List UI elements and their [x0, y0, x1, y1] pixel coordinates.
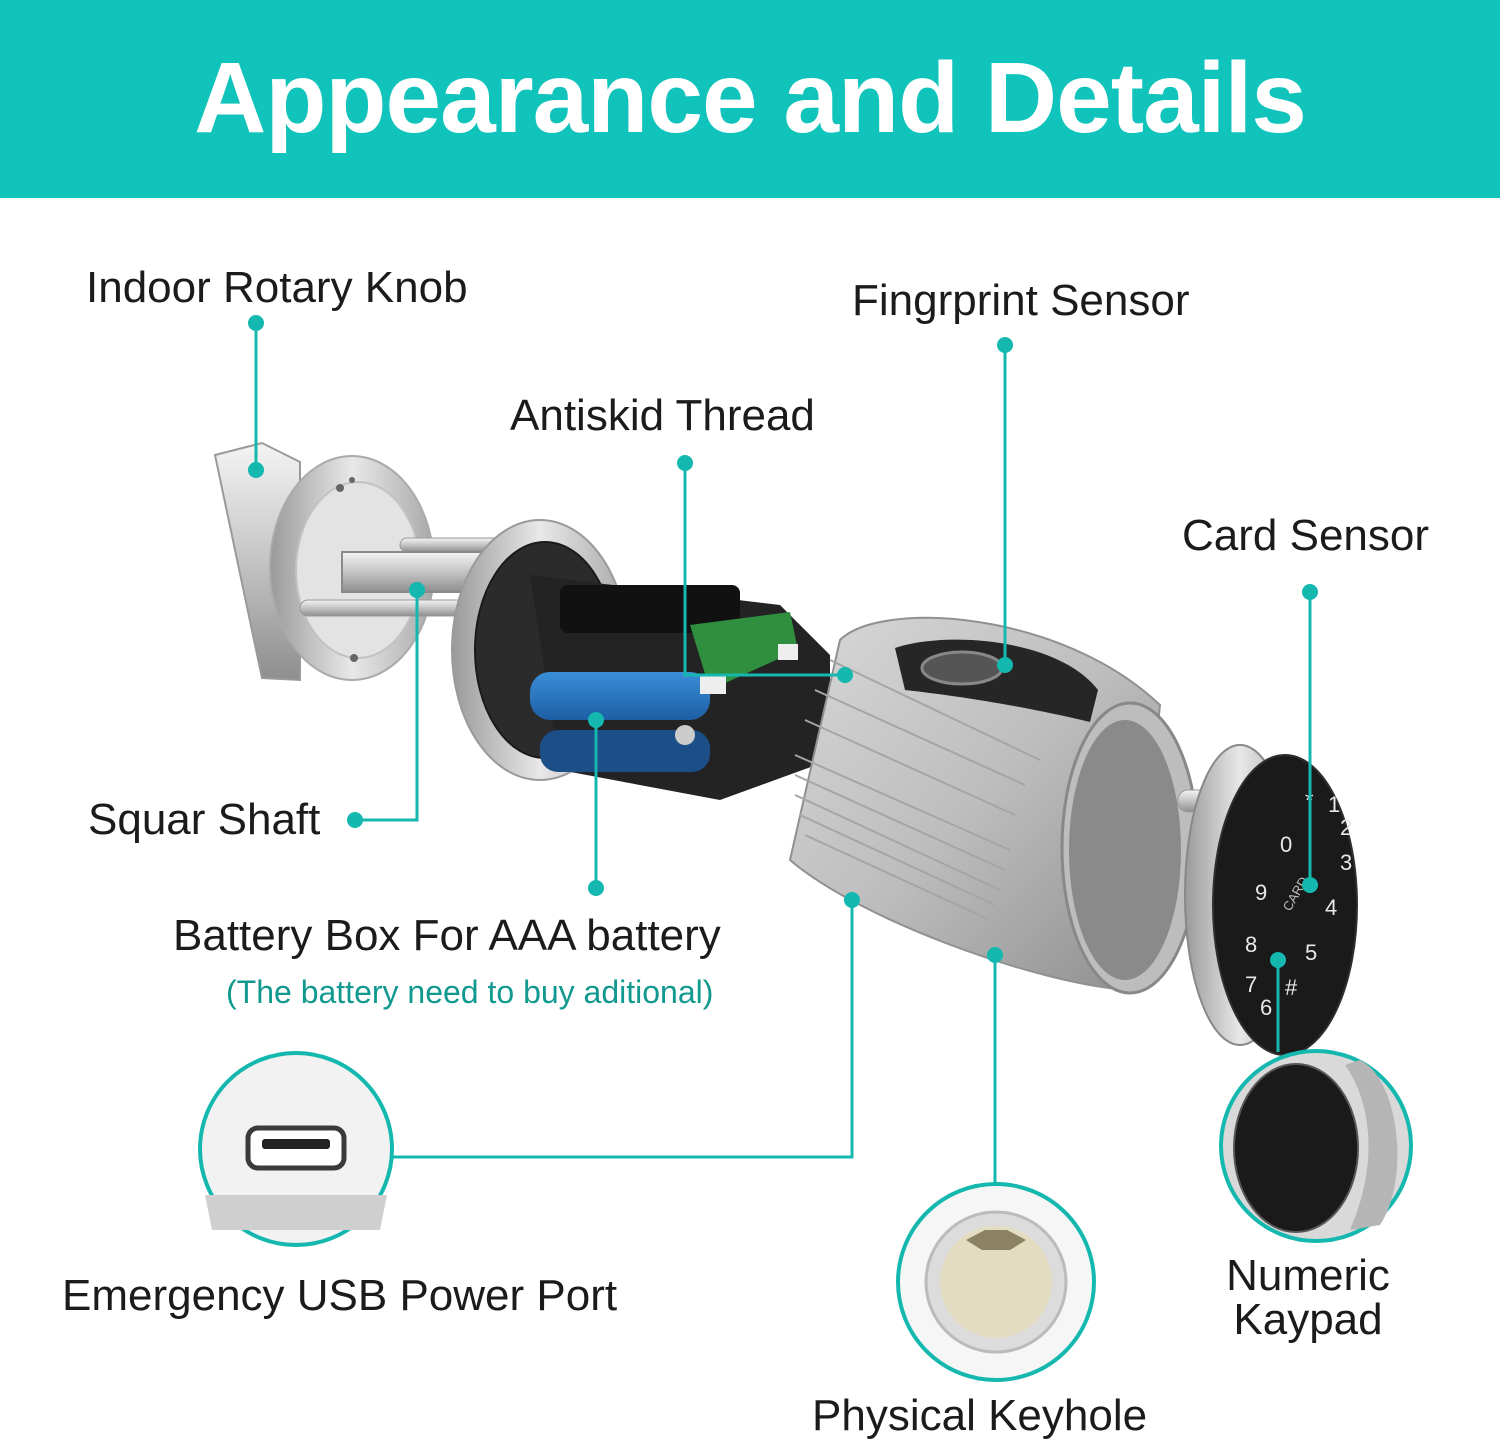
- header-banner: Appearance and Details: [0, 0, 1500, 198]
- key-6: 3: [1340, 850, 1352, 875]
- key-3: 2: [1340, 815, 1352, 840]
- label-physical-keyhole: Physical Keyhole: [812, 1391, 1148, 1440]
- battery-box-part: [451, 519, 830, 800]
- key-4: 0: [1280, 832, 1292, 857]
- keypad-zoom: [1219, 1049, 1413, 1243]
- label-usb-port: Emergency USB Power Port: [62, 1271, 618, 1320]
- label-square-shaft: Squar Shaft: [88, 795, 321, 844]
- cylinder-body-part: [788, 616, 1200, 995]
- label-numeric-keypad-line2: Kaypad: [1233, 1295, 1383, 1344]
- label-battery-note: (The battery need to buy aditional): [226, 974, 714, 1010]
- key-9: 7: [1245, 972, 1257, 997]
- label-fingerprint-sensor: Fingrprint Sensor: [852, 276, 1190, 325]
- key-11: 6: [1260, 995, 1272, 1020]
- callout-lines: [254, 323, 1312, 1185]
- label-battery-box: Battery Box For AAA battery: [173, 911, 721, 960]
- key-8: 4: [1325, 895, 1337, 920]
- label-antiskid-thread: Antiskid Thread: [510, 391, 815, 440]
- label-numeric-keypad-line1: Numeric: [1226, 1251, 1390, 1300]
- page-title: Appearance and Details: [194, 42, 1307, 154]
- key-10: #: [1285, 975, 1298, 1000]
- key-2: 1: [1328, 792, 1340, 817]
- label-card-sensor: Card Sensor: [1182, 511, 1430, 560]
- keypad-disc-part: CARD * 1 2 0 9 3 8 4 7 # 6 5: [1177, 744, 1358, 1056]
- callout-dots: [248, 315, 1318, 968]
- usb-port-zoom: [198, 1051, 394, 1247]
- key-5: 9: [1255, 880, 1267, 905]
- key-12: 5: [1305, 940, 1317, 965]
- keyhole-zoom: [896, 1182, 1096, 1382]
- label-indoor-rotary-knob: Indoor Rotary Knob: [86, 263, 468, 312]
- key-7: 8: [1245, 932, 1257, 957]
